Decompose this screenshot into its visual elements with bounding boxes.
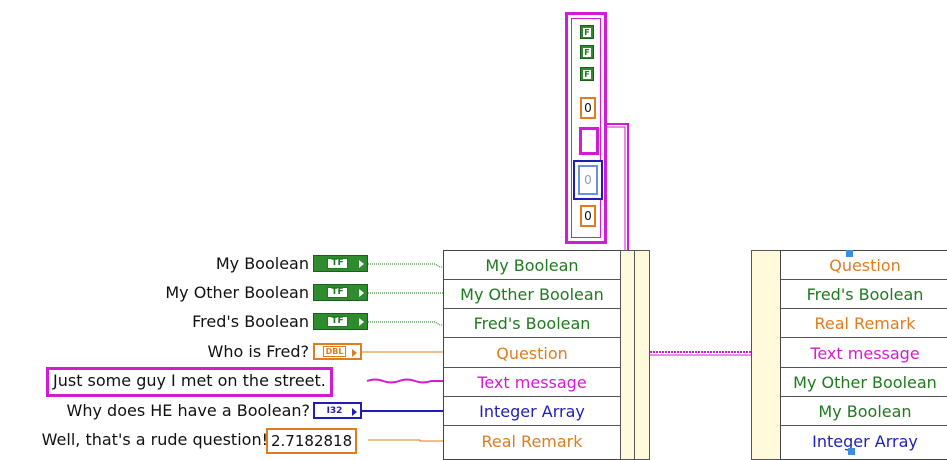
boolean-constant[interactable]: F bbox=[580, 67, 594, 81]
boolean-constant[interactable]: F bbox=[580, 25, 594, 39]
boolean-control-terminal[interactable]: TF bbox=[313, 255, 368, 272]
double-control-terminal[interactable]: DBL bbox=[313, 343, 362, 360]
bundle-element[interactable]: Text message bbox=[444, 368, 620, 397]
unbundle-element[interactable]: My Boolean bbox=[781, 397, 947, 426]
integer-control-terminal[interactable]: I32 bbox=[313, 402, 362, 419]
control-label: My Boolean bbox=[215, 254, 309, 273]
boolean-constant[interactable]: F bbox=[580, 45, 594, 59]
selection-handle[interactable] bbox=[848, 448, 855, 455]
control-label: My Other Boolean bbox=[165, 283, 309, 302]
bundle-element[interactable]: Question bbox=[444, 339, 620, 368]
wire-real-remark bbox=[368, 439, 443, 442]
unbundle-element[interactable]: My Other Boolean bbox=[781, 368, 947, 397]
unbundle-element[interactable]: Question bbox=[781, 251, 947, 280]
string-constant[interactable] bbox=[579, 127, 599, 155]
bundle-element[interactable]: Integer Array bbox=[444, 397, 620, 426]
unbundle-element[interactable]: Integer Array bbox=[812, 432, 918, 451]
unbundle-element[interactable]: Text message bbox=[781, 339, 947, 368]
bundle-element[interactable]: Fred's Boolean bbox=[444, 309, 620, 338]
boolean-control-terminal[interactable]: TF bbox=[313, 313, 368, 330]
wire-text-message bbox=[366, 378, 443, 384]
bundle-element[interactable]: My Boolean bbox=[444, 251, 620, 280]
wire-my-boolean bbox=[368, 263, 443, 268]
control-label: Fred's Boolean bbox=[192, 312, 309, 331]
unbundle-by-name-node[interactable]: Question Fred's Boolean Real Remark Text… bbox=[780, 250, 947, 460]
wire-freds-boolean bbox=[368, 321, 443, 326]
numeric-constant[interactable]: 0 bbox=[580, 97, 596, 119]
control-label: Well, that's a rude question! bbox=[41, 430, 268, 449]
boolean-control-terminal[interactable]: TF bbox=[313, 284, 368, 301]
unbundle-element[interactable]: Fred's Boolean bbox=[781, 280, 947, 309]
string-constant[interactable]: Just some guy I met on the street. bbox=[46, 367, 333, 397]
numeric-constant[interactable]: 2.7182818 bbox=[266, 428, 358, 454]
numeric-array-constant[interactable]: 0 bbox=[573, 160, 603, 200]
selection-handle[interactable] bbox=[846, 250, 853, 257]
control-label: Who is Fred? bbox=[207, 342, 309, 361]
numeric-constant[interactable]: 0 bbox=[580, 205, 596, 227]
array-constant[interactable]: F F F 0 0 0 bbox=[565, 12, 607, 244]
control-label: Why does HE have a Boolean? bbox=[66, 401, 310, 420]
wire-array-constant bbox=[604, 123, 629, 250]
bundle-by-name-node[interactable]: My Boolean My Other Boolean Fred's Boole… bbox=[443, 250, 621, 460]
unbundle-element[interactable]: Real Remark bbox=[781, 309, 947, 338]
bundle-input-cluster-terminal[interactable] bbox=[620, 250, 650, 460]
bundle-element[interactable]: Real Remark bbox=[481, 432, 583, 451]
bundle-element[interactable]: My Other Boolean bbox=[444, 280, 620, 309]
unbundle-input-terminal[interactable] bbox=[751, 250, 781, 460]
